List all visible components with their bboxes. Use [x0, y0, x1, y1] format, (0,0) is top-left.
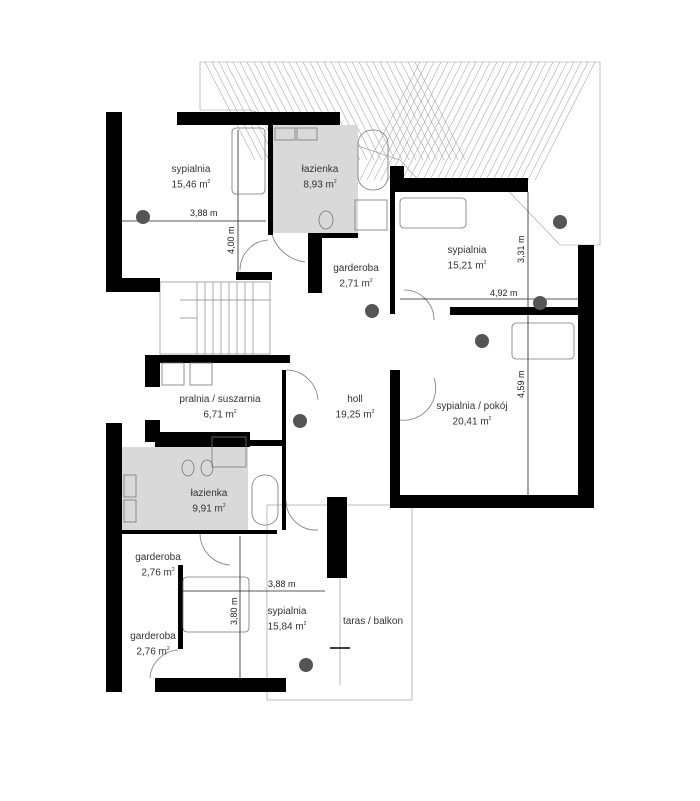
bed: [182, 576, 250, 633]
plant-icon: [553, 215, 567, 229]
bathtub: [357, 129, 389, 191]
roof-hatch: [199, 61, 601, 246]
fixtures: [120, 127, 578, 685]
room-label: taras / balkon: [342, 616, 404, 627]
toilet: [181, 459, 195, 477]
washer: [161, 362, 185, 386]
dimension-label: 3,80 m: [229, 597, 239, 625]
bed: [231, 127, 266, 195]
door-swing: [285, 369, 319, 401]
door-swing: [239, 239, 269, 271]
bathtub: [251, 474, 279, 526]
plant-icon: [475, 334, 489, 348]
plant-icon: [136, 210, 150, 224]
walls: [106, 112, 594, 692]
door-swing: [199, 533, 231, 566]
door-swing: [271, 234, 306, 263]
plant-icon: [533, 296, 547, 310]
toilet: [318, 210, 334, 230]
plant-icons: [136, 210, 567, 672]
plant-icon: [293, 414, 307, 428]
door-swing: [403, 289, 435, 321]
sink: [274, 127, 296, 141]
shower: [354, 199, 388, 231]
dimension-label: 4,92 m: [490, 288, 518, 298]
dimension-label: 3,88 m: [190, 208, 218, 218]
sink: [123, 499, 137, 523]
door-swing: [149, 649, 179, 679]
bed: [511, 322, 575, 360]
shower: [211, 436, 247, 468]
bathroom-top-floor: [272, 125, 358, 233]
dimension-label: 4,59 m: [516, 370, 526, 398]
plant-icon: [299, 658, 313, 672]
sink: [296, 127, 318, 141]
dimension-label: 3,88 m: [268, 579, 296, 589]
plant-icon: [365, 304, 379, 318]
washer: [189, 362, 213, 386]
sink: [123, 474, 137, 498]
dimension-label: 4,00 m: [226, 226, 236, 254]
door-swing: [399, 377, 437, 421]
dimension-label: 3,31 m: [516, 235, 526, 263]
bathroom-bottom-floor: [122, 447, 248, 531]
stairs: [159, 281, 271, 355]
door-swing: [285, 499, 319, 531]
toilet: [200, 459, 214, 477]
bed: [399, 197, 467, 229]
